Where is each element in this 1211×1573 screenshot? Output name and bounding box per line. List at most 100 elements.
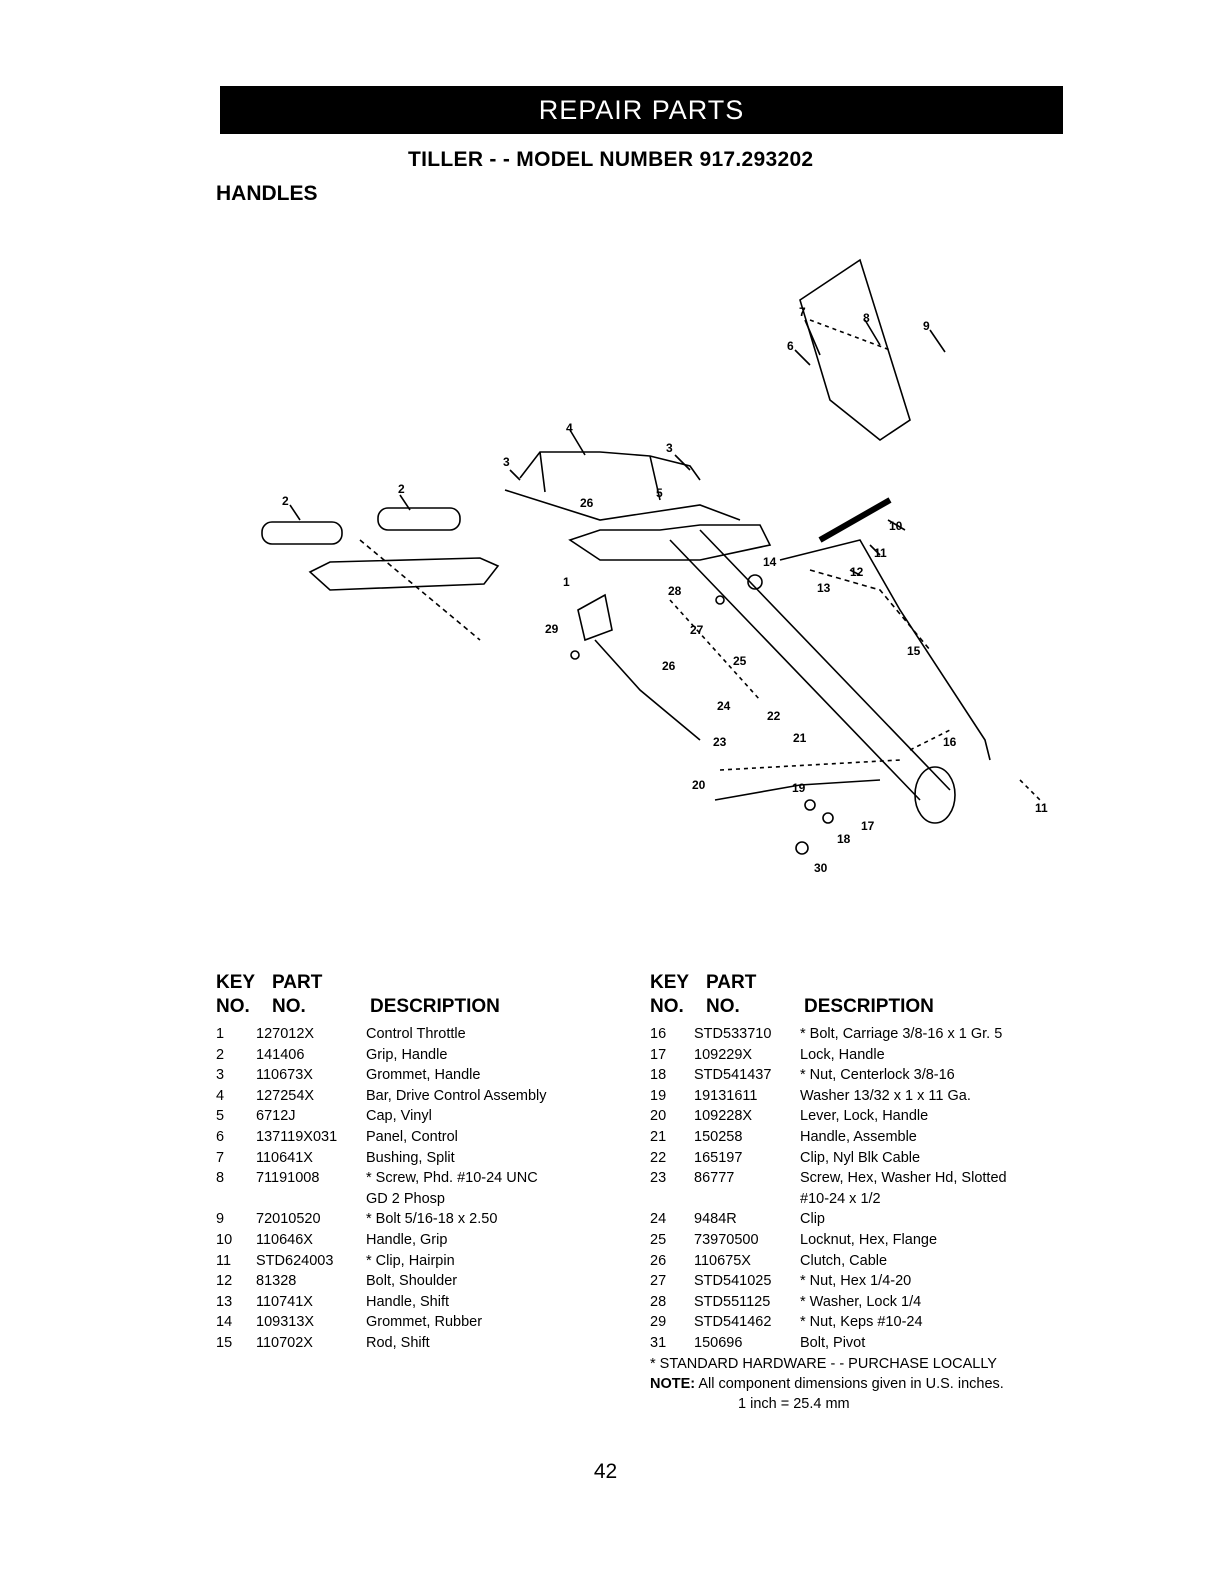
key-cell: 10 xyxy=(216,1231,233,1248)
main-handle-shape xyxy=(669,529,951,801)
description-cell: #10-24 x 1/2 xyxy=(800,1190,881,1207)
part-number-cell: 127012X xyxy=(256,1026,315,1042)
callout-29: 29 xyxy=(545,622,559,636)
table-row: #10-24 x 1/2 xyxy=(650,1191,1070,1212)
part-number-cell: 109229X xyxy=(694,1046,753,1063)
description-cell: Bolt, Pivot xyxy=(800,1334,866,1351)
description-cell: Lock, Handle xyxy=(800,1046,885,1063)
table-row: 16 STD533710 * Bolt, Carriage 3/8-16 x 1 G… xyxy=(650,1026,1070,1047)
callout-1: 1 xyxy=(563,575,570,589)
callout-17: 17 xyxy=(861,819,875,833)
table-header-row2: NO. NO. DESCRIPTION xyxy=(650,996,1070,1020)
description-cell: GD 2 Phosp xyxy=(366,1190,445,1207)
part-number-cell: 86777 xyxy=(694,1170,735,1187)
key-cell: 24 xyxy=(650,1211,667,1228)
key-cell: 4 xyxy=(216,1087,225,1104)
description-cell: * Bolt 5/16-18 x 2.50 xyxy=(366,1211,498,1228)
section-title: HANDLES xyxy=(216,182,318,205)
table-row: GD 2 Phosp xyxy=(216,1191,616,1212)
part-number-cell: STD624003 xyxy=(256,1252,334,1269)
part-number-cell: 73970500 xyxy=(694,1231,759,1248)
description-cell: Cap, Vinyl xyxy=(366,1108,432,1125)
description-cell: Bushing, Split xyxy=(366,1149,455,1166)
callout-18: 18 xyxy=(837,832,851,846)
shift-handle-shape xyxy=(818,497,892,543)
description-cell: Lever, Lock, Handle xyxy=(800,1108,929,1125)
key-cell: 16 xyxy=(650,1026,667,1042)
part-number-cell: 81328 xyxy=(256,1273,297,1290)
table-header-row1: KEY PART xyxy=(216,972,616,996)
description-cell: * Bolt, Carriage 3/8-16 x 1 Gr. 5 xyxy=(800,1026,1003,1042)
part-number-cell: 137119X031 xyxy=(256,1128,338,1145)
callout-25: 25 xyxy=(733,654,747,668)
callout-13: 13 xyxy=(817,581,831,595)
description-cell: Clip xyxy=(800,1211,825,1228)
footnote: * STANDARD HARDWARE - - PURCHASE LOCALLY xyxy=(650,1355,997,1372)
part-number-cell: 110641X xyxy=(256,1149,313,1166)
cable-shape xyxy=(594,639,701,741)
part-number-cell: 110675X xyxy=(694,1252,751,1269)
callout-6: 6 xyxy=(787,339,794,353)
callout-11a: 11 xyxy=(874,546,887,560)
part-number-cell: STD541437 xyxy=(694,1067,772,1084)
description-cell: * Nut, Centerlock 3/8-16 xyxy=(800,1067,955,1084)
header-no: NO. xyxy=(650,996,684,1017)
table-row: 17 109229X Lock, Handle xyxy=(650,1047,1070,1068)
key-cell: 25 xyxy=(650,1231,667,1248)
part-number-cell: 110702X xyxy=(256,1334,313,1351)
description-cell: Handle, Grip xyxy=(366,1231,448,1248)
callout-28: 28 xyxy=(668,584,682,598)
callout-labels: 2 2 3 3 4 5 26 1 29 7 8 9 6 10 11 12 13 … xyxy=(282,305,1048,875)
table-row: 26 110675X Clutch, Cable xyxy=(650,1253,1070,1274)
callout-3b: 3 xyxy=(666,441,673,455)
description-cell: Handle, Assemble xyxy=(800,1128,917,1145)
key-cell: 18 xyxy=(650,1067,667,1084)
top-panel-shape xyxy=(799,258,911,441)
callout-30: 30 xyxy=(814,861,828,875)
description-cell: Bolt, Shoulder xyxy=(366,1273,458,1290)
description-cell: Clip, Nyl Blk Cable xyxy=(800,1149,921,1166)
table-body: 16 STD533710 * Bolt, Carriage 3/8-16 x 1 G… xyxy=(650,1026,1070,1356)
table-row: 25 73970500 Locknut, Hex, Flange xyxy=(650,1232,1070,1253)
callout-19: 19 xyxy=(792,781,806,795)
key-cell: 17 xyxy=(650,1046,667,1063)
callout-24: 24 xyxy=(717,699,731,713)
table-row: 20 109228X Lever, Lock, Handle xyxy=(650,1108,1070,1129)
callout-21: 21 xyxy=(793,731,807,745)
callout-8: 8 xyxy=(863,311,870,325)
callout-16: 16 xyxy=(943,735,957,749)
description-cell: * Washer, Lock 1/4 xyxy=(800,1293,922,1310)
description-cell: Locknut, Hex, Flange xyxy=(800,1231,938,1248)
header-no: NO. xyxy=(216,996,250,1017)
description-cell: Screw, Hex, Washer Hd, Slotted xyxy=(800,1170,1007,1187)
drive-control-bar-shape xyxy=(519,451,701,501)
description-cell: Grommet, Rubber xyxy=(366,1314,483,1331)
key-cell: 23 xyxy=(650,1170,667,1187)
key-cell: 20 xyxy=(650,1108,667,1125)
key-cell: 21 xyxy=(650,1128,667,1145)
callout-4: 4 xyxy=(566,421,573,435)
grip-left-shape xyxy=(261,521,343,545)
description-cell: Handle, Shift xyxy=(366,1293,450,1310)
description-cell: Clutch, Cable xyxy=(800,1252,888,1269)
key-cell: 3 xyxy=(216,1067,225,1084)
header-description: DESCRIPTION xyxy=(370,996,500,1017)
part-number-cell: STD533710 xyxy=(694,1026,772,1042)
part-number-cell: 109228X xyxy=(694,1108,753,1125)
header-key: KEY xyxy=(650,972,690,993)
key-cell: 26 xyxy=(650,1252,667,1269)
description-cell: * Nut, Keps #10-24 xyxy=(800,1314,923,1331)
callout-15: 15 xyxy=(907,644,921,658)
note-label: NOTE: xyxy=(650,1375,696,1392)
